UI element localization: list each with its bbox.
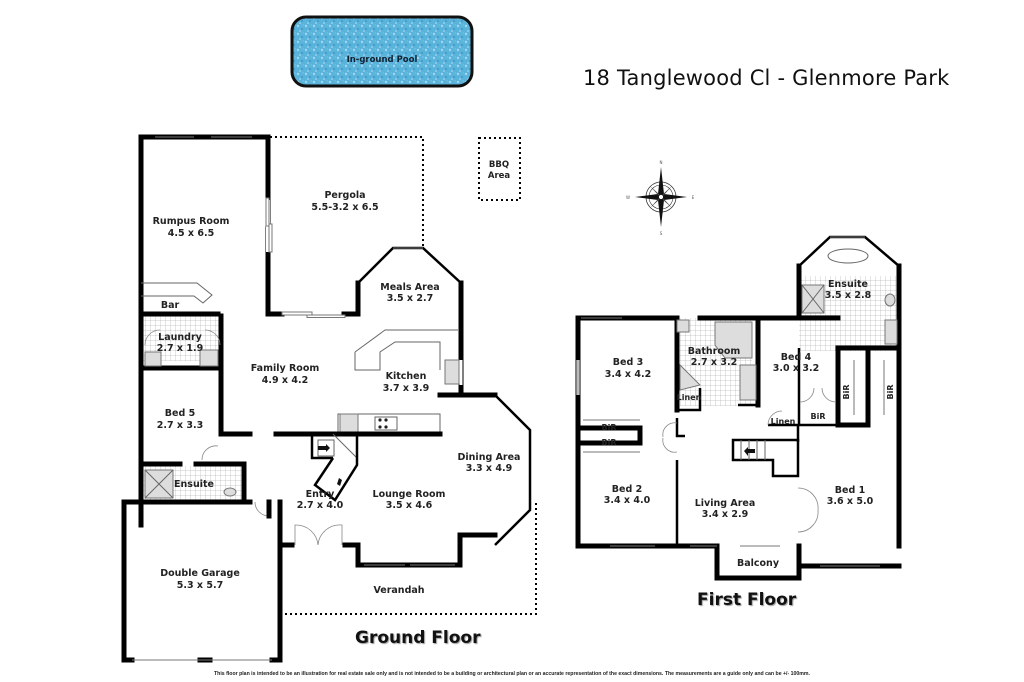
lounge-room-label: Lounge Room xyxy=(373,489,446,500)
pergola-dims: 5.5-3.2 x 6.5 xyxy=(311,202,378,213)
pool-label: In-ground Pool xyxy=(347,55,418,65)
compass-s: S xyxy=(660,231,663,236)
ground-ensuite-label: Ensuite xyxy=(174,479,214,490)
bir-bed2-label: BiR xyxy=(602,438,617,447)
compass-n: N xyxy=(660,160,663,165)
first-floor-label: First Floor xyxy=(697,590,797,610)
bbq-area: BBQ Area xyxy=(478,137,521,201)
first-floor-plan xyxy=(575,235,902,581)
bbq-label-line2: Area xyxy=(488,171,511,181)
laundry-label: Laundry xyxy=(158,332,202,343)
dining-area-dims: 3.3 x 4.9 xyxy=(466,463,512,474)
in-ground-pool: In-ground Pool xyxy=(290,15,474,88)
bir-bed1a-label: BiR xyxy=(842,385,851,400)
balcony-label: Balcony xyxy=(737,558,780,569)
bed5-label: Bed 5 xyxy=(165,408,195,419)
first-ensuite-label: Ensuite xyxy=(828,279,868,290)
bed3-dims: 3.4 x 4.2 xyxy=(605,369,651,380)
bed4-dims: 3.0 x 3.2 xyxy=(773,363,819,374)
bir-bed1b-label: BiR xyxy=(886,385,895,400)
entry-dims: 2.7 x 4.0 xyxy=(297,500,344,511)
meals-area-label: Meals Area xyxy=(380,282,439,293)
rumpus-room-dims: 4.5 x 6.5 xyxy=(168,228,214,239)
bed3-label: Bed 3 xyxy=(613,357,643,368)
compass-w: W xyxy=(626,195,630,200)
bed5-dims: 2.7 x 3.3 xyxy=(157,420,203,431)
ground-floor-plan xyxy=(121,134,537,663)
bed1-dims: 3.6 x 5.0 xyxy=(827,496,874,507)
compass-rose-icon: N S E W xyxy=(626,160,695,236)
bar-label: Bar xyxy=(161,300,180,311)
disclaimer-text: This floor plan is intended to be an ill… xyxy=(214,671,810,677)
lounge-room-dims: 3.5 x 4.6 xyxy=(386,500,433,511)
living-area-label: Living Area xyxy=(695,498,756,509)
kitchen-dims: 3.7 x 3.9 xyxy=(383,383,429,394)
double-garage-dims: 5.3 x 5.7 xyxy=(177,580,223,591)
ground-floor-label: Ground Floor xyxy=(355,628,481,648)
bed1-label: Bed 1 xyxy=(835,485,865,496)
bbq-label-line1: BBQ xyxy=(489,160,509,170)
dining-area-label: Dining Area xyxy=(458,452,521,463)
entry-label: Entry xyxy=(306,489,335,500)
double-garage-label: Double Garage xyxy=(160,568,240,579)
page-title: 18 Tanglewood Cl - Glenmore Park xyxy=(583,66,950,90)
verandah-label: Verandah xyxy=(373,585,424,596)
family-room-label: Family Room xyxy=(251,363,320,374)
bir-bed3-label: BiR xyxy=(602,423,617,432)
family-room-dims: 4.9 x 4.2 xyxy=(262,375,308,386)
living-area-dims: 3.4 x 2.9 xyxy=(702,509,748,520)
first-ensuite-dims: 3.5 x 2.8 xyxy=(825,290,872,301)
pergola-label: Pergola xyxy=(324,190,365,201)
linen-label-1: Linen xyxy=(677,393,702,402)
bathroom-dims: 2.7 x 3.2 xyxy=(691,357,737,368)
laundry-dims: 2.7 x 1.9 xyxy=(157,343,203,354)
kitchen-label: Kitchen xyxy=(386,371,427,382)
meals-area-dims: 3.5 x 2.7 xyxy=(387,293,433,304)
bed2-dims: 3.4 x 4.0 xyxy=(604,495,651,506)
bed2-label: Bed 2 xyxy=(612,484,642,495)
compass-e: E xyxy=(692,195,695,200)
bed4-label: Bed 4 xyxy=(781,352,812,363)
rumpus-room-label: Rumpus Room xyxy=(153,216,230,227)
bathroom-label: Bathroom xyxy=(688,346,741,357)
bir-bed4-label: BiR xyxy=(811,412,826,421)
linen-label-2: Linen xyxy=(771,417,796,426)
